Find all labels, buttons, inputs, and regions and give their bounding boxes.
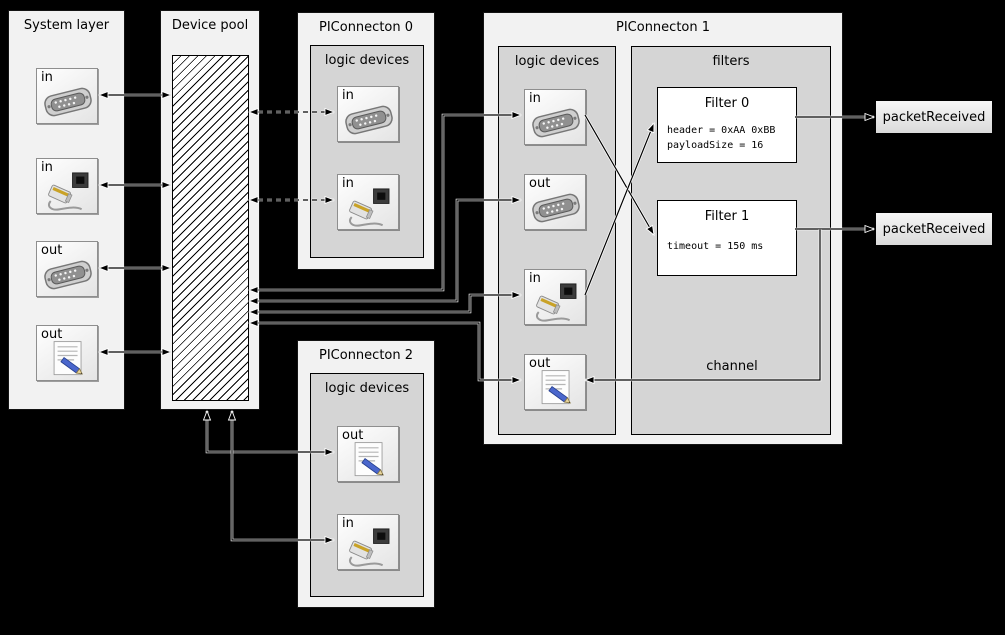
serial-port-icon [531, 188, 581, 228]
filter-0-box: Filter 0 header = 0xAA 0xBB payloadSize … [657, 87, 797, 163]
filter-0-title: Filter 0 [704, 96, 750, 111]
ethernet-icon [531, 283, 581, 323]
serial-port-icon [43, 82, 93, 122]
piconnecton-1-logic-devices-group: logic devices in out in out [498, 46, 616, 435]
device-pool-panel: Device pool [160, 10, 260, 410]
system-layer-title: System layer [23, 18, 110, 33]
system-device-out-document: out [36, 325, 98, 381]
device-label: in [41, 160, 53, 175]
device-pool-title: Device pool [171, 18, 249, 33]
piconnecton-1-filters-group: filters Filter 0 header = 0xAA 0xBB payl… [631, 46, 831, 435]
pic0-device-in-ethernet: in [337, 174, 399, 230]
serial-port-icon [43, 255, 93, 295]
pic1-device-out-document: out [524, 354, 586, 410]
document-icon [531, 368, 581, 408]
ethernet-icon [344, 528, 394, 568]
device-label: in [529, 91, 541, 106]
filter-0-param-header: header = 0xAA 0xBB [667, 125, 776, 136]
filters-title: filters [712, 54, 750, 69]
device-label: out [529, 356, 551, 371]
pic2-device-out-document: out [337, 426, 399, 482]
device-label: in [41, 70, 53, 85]
system-layer-panel: System layer in in out out [8, 10, 125, 410]
filter-0-param-payloadsize: payloadSize = 16 [667, 140, 764, 151]
device-label: out [41, 243, 63, 258]
piconnecton-0-panel: PIConnecton 0 logic devices in in [297, 12, 435, 270]
device-label: in [342, 88, 354, 103]
document-icon [43, 339, 93, 379]
channel-label: channel [706, 359, 758, 374]
system-device-out-serial: out [36, 241, 98, 297]
filter-1-param-timeout: timeout = 150 ms [667, 241, 764, 252]
serial-port-icon [531, 103, 581, 143]
piconnecton-0-logic-devices-group: logic devices in in [310, 45, 424, 258]
packet-received-label: packetReceived [882, 109, 986, 125]
pic0-device-in-serial: in [337, 86, 399, 142]
pic1-device-in-ethernet: in [524, 269, 586, 325]
piconnecton-0-title: PIConnecton 0 [318, 20, 414, 35]
document-icon [344, 440, 394, 480]
logic-devices-title: logic devices [514, 54, 600, 69]
device-label: in [529, 271, 541, 286]
device-label: out [342, 428, 364, 443]
system-device-in-serial: in [36, 68, 98, 124]
device-label: in [342, 516, 354, 531]
piconnecton-2-title: PIConnecton 2 [318, 348, 414, 363]
filter-1-title: Filter 1 [704, 209, 750, 224]
device-label: out [41, 327, 63, 342]
packet-received-label: packetReceived [882, 221, 986, 237]
device-label: out [529, 176, 551, 191]
piconnecton-2-logic-devices-group: logic devices out in [310, 373, 424, 597]
pic1-device-in-serial: in [524, 89, 586, 145]
edge-pool-pic1-in-ethernet [247, 290, 523, 317]
packet-received-box-1: packetReceived [875, 212, 993, 246]
pic2-device-in-ethernet: in [337, 514, 399, 570]
piconnecton-1-title: PIConnecton 1 [615, 20, 711, 35]
piconnecton-2-panel: PIConnecton 2 logic devices out in [297, 340, 435, 608]
packet-received-box-0: packetReceived [875, 100, 993, 134]
filter-1-box: Filter 1 timeout = 150 ms [657, 200, 797, 276]
pic1-device-out-serial: out [524, 174, 586, 230]
system-device-in-ethernet: in [36, 158, 98, 214]
device-pool-hatch [172, 55, 249, 401]
ethernet-icon [344, 188, 394, 228]
logic-devices-title: logic devices [324, 381, 410, 396]
serial-port-icon [344, 100, 394, 140]
ethernet-icon [43, 172, 93, 212]
piconnecton-1-panel: PIConnecton 1 logic devices in out in ou… [483, 12, 843, 445]
logic-devices-title: logic devices [324, 53, 410, 68]
